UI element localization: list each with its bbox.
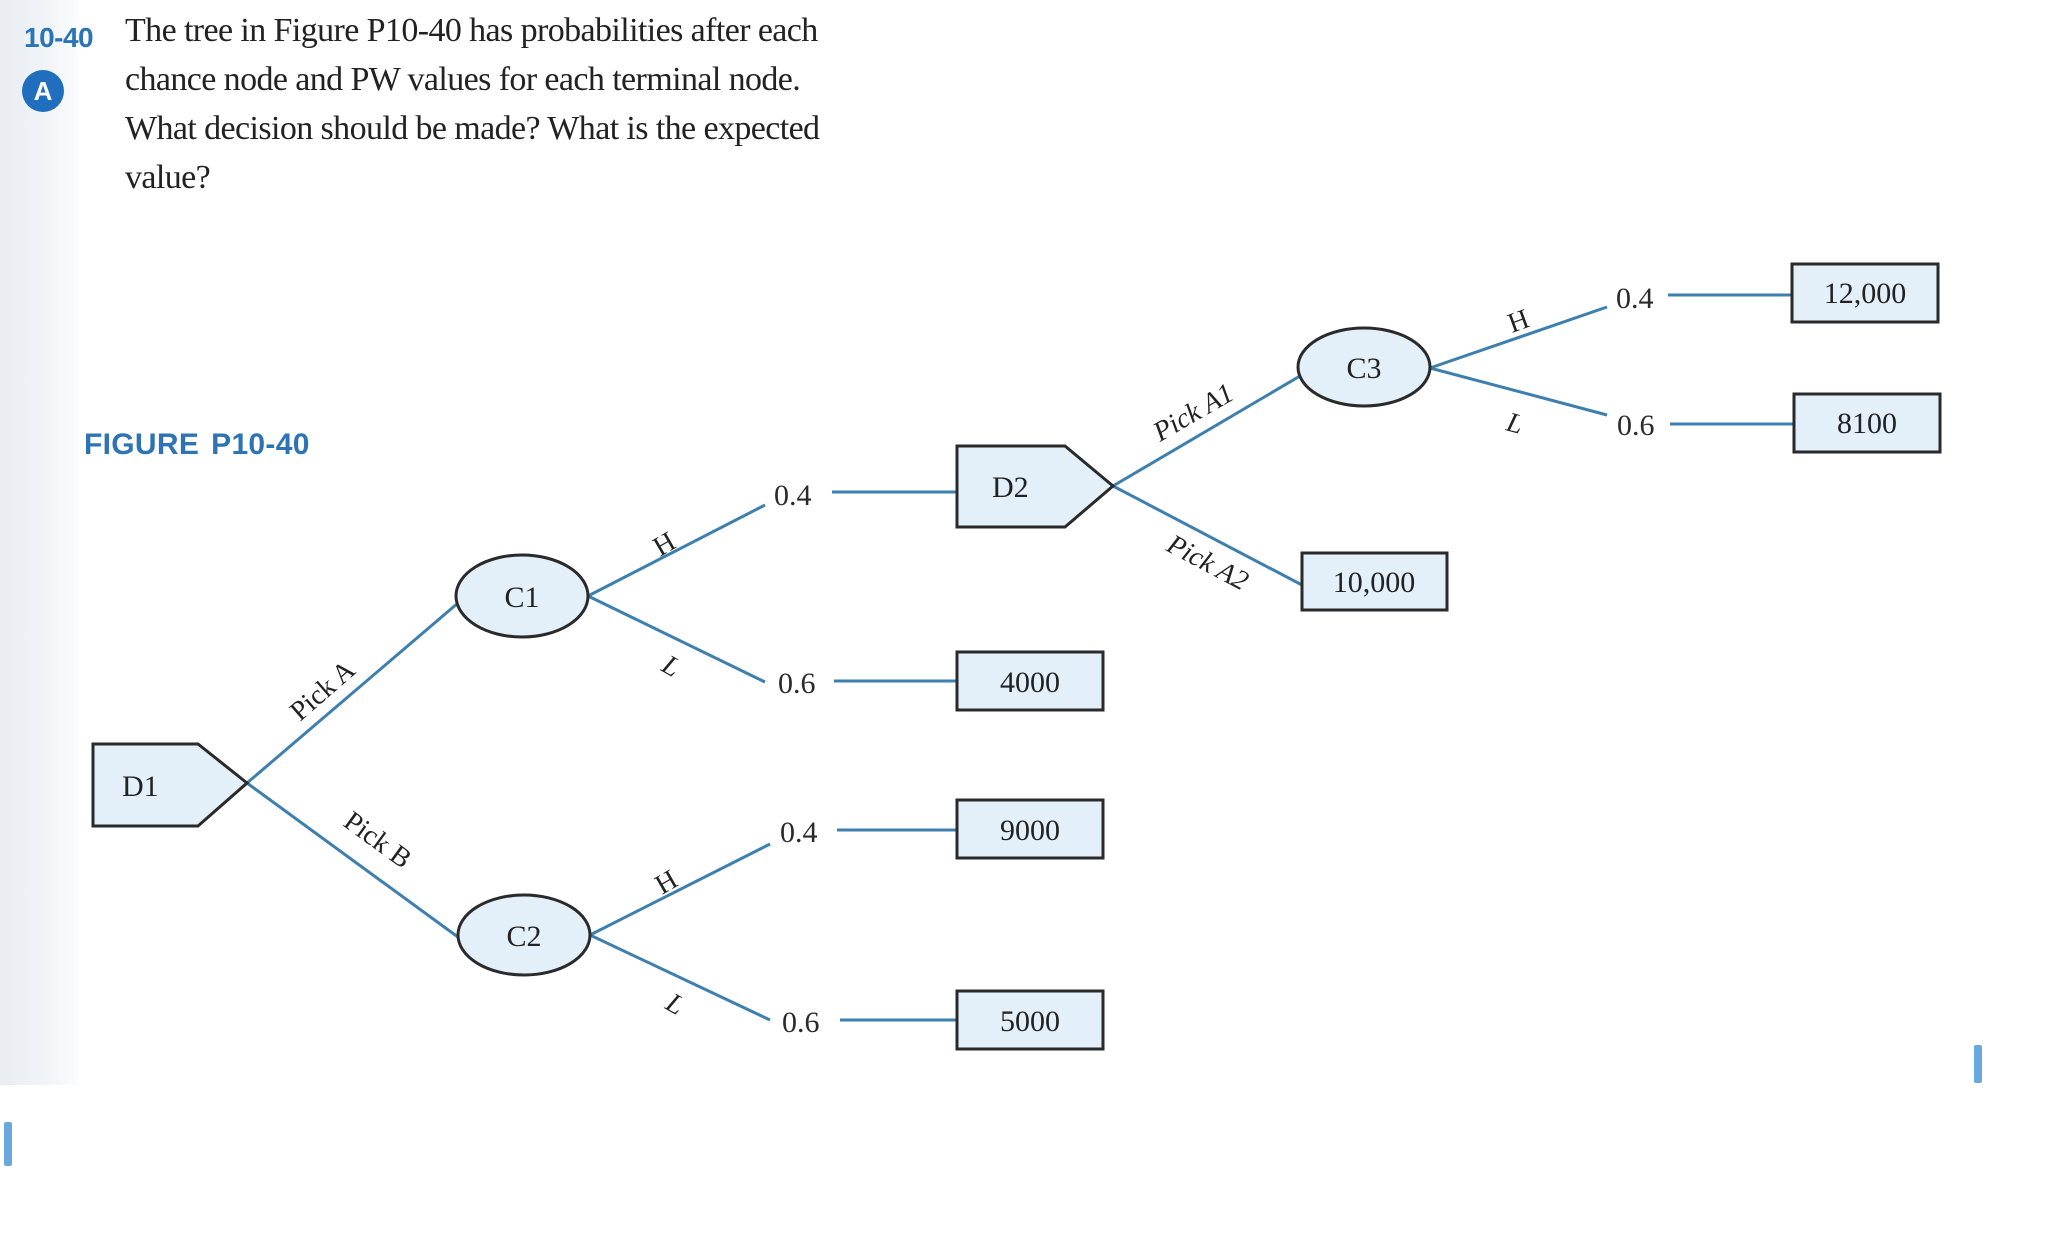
chance-node-c2: C2 (456, 893, 592, 977)
terminal-value: 12,000 (1824, 277, 1907, 310)
text-cursor-marker-right (1974, 1045, 1982, 1083)
probability-c2-h: 0.4 (780, 816, 818, 849)
page-margin-strip (0, 0, 78, 1085)
figure-caption: FIGURE P10-40 (84, 428, 310, 462)
terminal-node-5000: 5000 (955, 989, 1105, 1051)
branch-pick-a: Pick A (246, 601, 459, 785)
terminal-value: 5000 (1000, 1005, 1060, 1038)
branch-c2-high: H 0.4 (589, 816, 958, 937)
branch-label-c2-l: L (660, 987, 690, 1022)
node-label-c2: C2 (506, 920, 541, 953)
branch-c1-low: L 0.6 (587, 594, 958, 700)
branch-label-c3-h: H (1504, 304, 1534, 340)
branch-label-pick-b: Pick B (338, 806, 417, 875)
text-cursor-marker-left (4, 1122, 12, 1166)
terminal-value: 8100 (1837, 407, 1897, 440)
terminal-node-10000: 10,000 (1300, 551, 1449, 612)
chance-node-c1: C1 (454, 553, 590, 639)
figure-caption-word: FIGURE (84, 428, 200, 461)
branch-label-c1-l: L (656, 649, 686, 684)
probability-c2-l: 0.6 (782, 1006, 820, 1039)
branch-label-pick-a2: Pick A2 (1161, 528, 1254, 597)
branch-label-c3-l: L (1502, 407, 1526, 441)
terminal-node-12000: 12,000 (1790, 262, 1940, 324)
branch-c3-low: L 0.6 (1429, 366, 1794, 442)
problem-text-line: The tree in Figure P10-40 has probabilit… (125, 12, 818, 49)
probability-c3-h: 0.4 (1616, 282, 1654, 315)
node-label-d2: D2 (992, 471, 1029, 504)
decision-node-d1: D1 (91, 742, 250, 828)
branch-c1-high: H 0.4 (587, 479, 958, 598)
problem-text-line: value? (125, 159, 211, 196)
branch-pick-a1: Pick A1 (1112, 374, 1301, 488)
problem-text-line: chance node and PW values for each termi… (125, 61, 801, 98)
branch-c2-low: L 0.6 (589, 933, 958, 1039)
terminal-value: 4000 (1000, 666, 1060, 699)
problem-text: The tree in Figure P10-40 has probabilit… (125, 6, 985, 202)
problem-number: 10-40 (24, 22, 94, 53)
node-label-c1: C1 (504, 581, 539, 614)
terminal-node-9000: 9000 (955, 798, 1105, 860)
terminal-node-4000: 4000 (955, 650, 1105, 712)
probability-c1-l: 0.6 (778, 667, 816, 700)
chance-node-c3: C3 (1296, 326, 1432, 408)
terminal-value: 9000 (1000, 814, 1060, 847)
problem-text-line: What decision should be made? What is th… (125, 110, 820, 147)
problem-statement: 10-40 A The tree in Figure P10-40 has pr… (0, 0, 1000, 210)
branch-pick-b: Pick B (246, 781, 463, 942)
node-label-c3: C3 (1346, 352, 1381, 385)
figure-caption-id: P10-40 (211, 428, 310, 461)
probability-c1-h: 0.4 (774, 479, 812, 512)
level-a-badge-icon: A (22, 70, 64, 112)
branch-c3-high: H 0.4 (1429, 282, 1792, 370)
terminal-node-8100: 8100 (1792, 392, 1942, 454)
terminal-value: 10,000 (1333, 566, 1416, 599)
probability-c3-l: 0.6 (1617, 409, 1655, 442)
node-label-d1: D1 (122, 770, 159, 803)
branch-label-c1-h: H (648, 526, 681, 563)
decision-node-d2: D2 (955, 444, 1116, 529)
branch-pick-a2: Pick A2 (1112, 484, 1303, 597)
branch-label-c2-h: H (650, 864, 683, 901)
